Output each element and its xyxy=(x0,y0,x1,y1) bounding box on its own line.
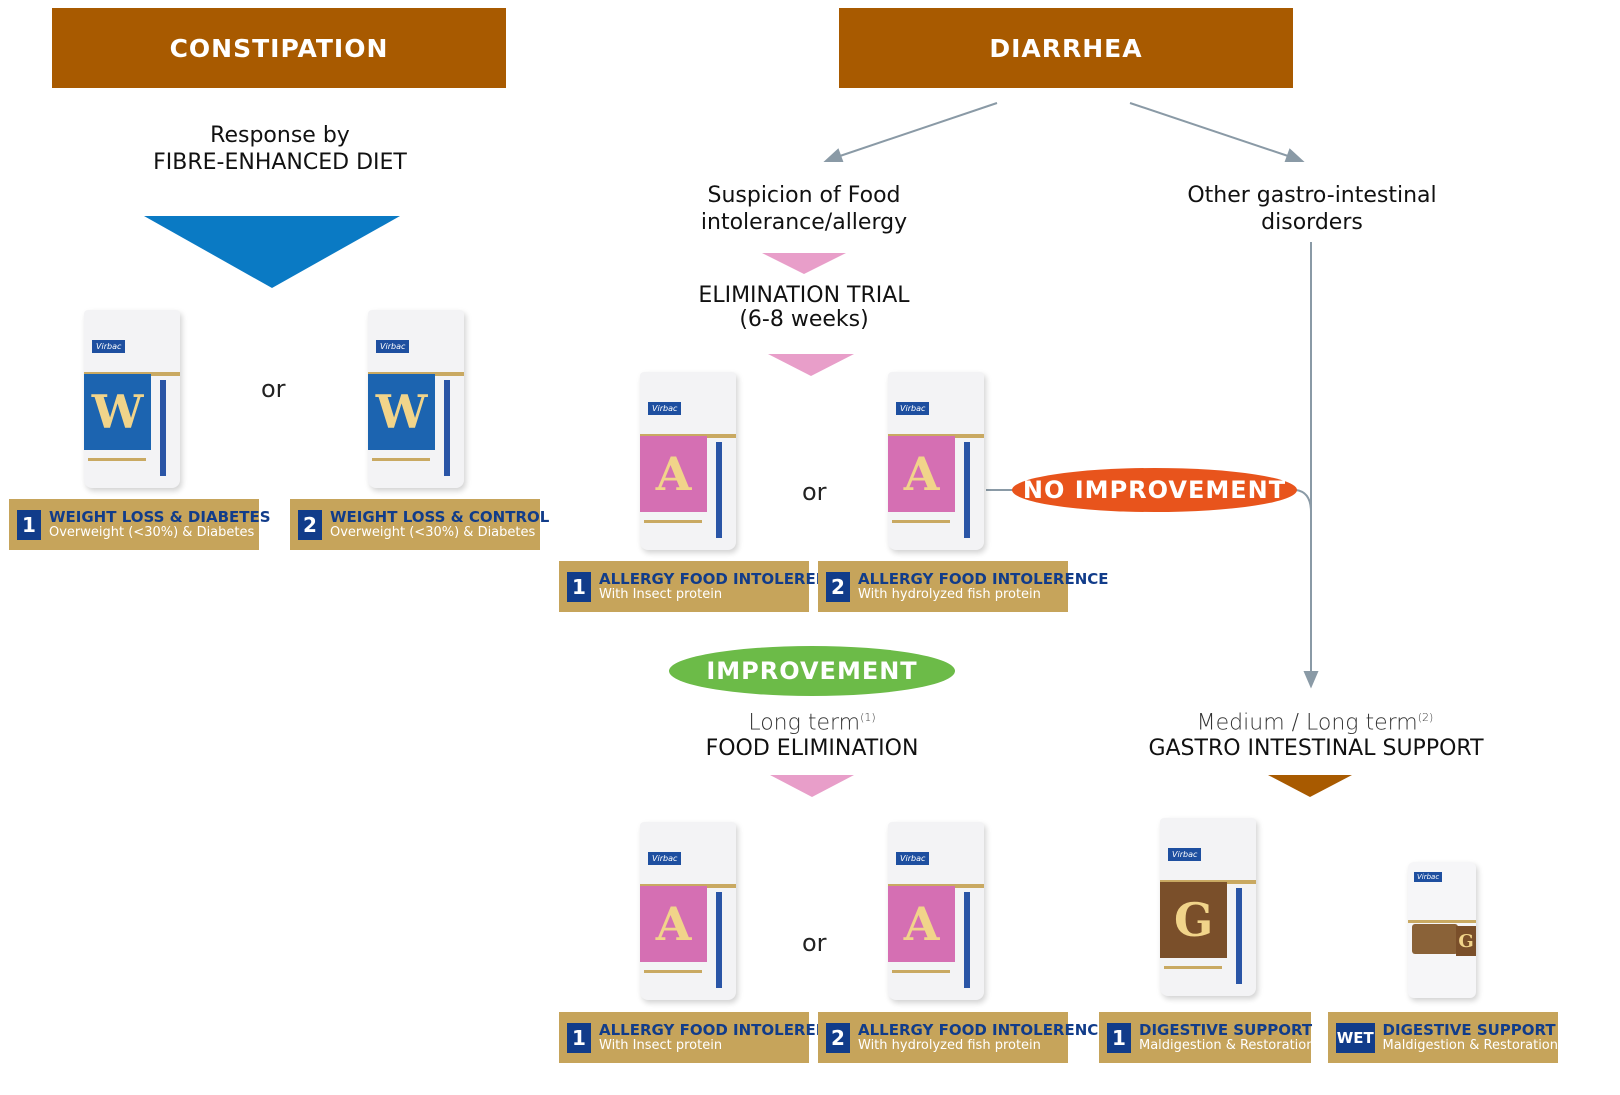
product-letter: A xyxy=(903,447,940,501)
product-bag-a-trial-1: Virbac A xyxy=(640,372,736,550)
product-letter: G xyxy=(1173,893,1214,947)
pink-triangle-2 xyxy=(768,354,854,376)
or-text: or xyxy=(802,478,827,506)
product-bag-a-longterm-2: Virbac A xyxy=(888,822,984,1000)
long-term-text: Long term(1) xyxy=(748,710,876,736)
product-band: W xyxy=(84,374,152,450)
product-number: 2 xyxy=(826,1022,850,1053)
virbac-logo: Virbac xyxy=(648,852,682,865)
product-subtitle: Maldigestion & Restoration xyxy=(1382,1037,1558,1053)
constipation-header: CONSTIPATION xyxy=(52,8,506,88)
product-number: 1 xyxy=(17,509,41,540)
product-label-digestive-support: 1 DIGESTIVE SUPPORT Maldigestion & Resto… xyxy=(1099,1012,1315,1063)
product-number: 2 xyxy=(826,571,850,602)
virbac-logo: Virbac xyxy=(896,402,930,415)
product-number: 1 xyxy=(567,1022,591,1053)
product-subtitle: Overweight (<30%) & Diabetes xyxy=(49,524,255,540)
food-elimination-text: FOOD ELIMINATION xyxy=(705,736,919,761)
virbac-logo: Virbac xyxy=(896,852,930,865)
blue-triangle-shape xyxy=(144,216,400,288)
product-subtitle: With hydrolyzed fish protein xyxy=(858,1037,1041,1053)
product-title: ALLERGY FOOD INTOLERENCE xyxy=(858,1020,1109,1039)
product-letter: G xyxy=(1458,930,1474,952)
or-text: or xyxy=(802,929,827,957)
product-label-allergy-insect-longterm: 1 ALLERGY FOOD INTOLERENCE With Insect p… xyxy=(559,1012,850,1063)
pink-triangle-3 xyxy=(770,775,854,797)
virbac-logo: Virbac xyxy=(648,402,682,415)
brown-triangle xyxy=(1268,775,1352,797)
product-letter: W xyxy=(91,385,144,439)
product-band: W xyxy=(368,374,436,450)
product-number: 1 xyxy=(1107,1022,1131,1053)
gastro-support-text: GASTRO INTESTINAL SUPPORT xyxy=(1148,736,1484,761)
product-number: 1 xyxy=(567,571,591,602)
virbac-logo: Virbac xyxy=(376,340,410,353)
product-bag-a-longterm-1: Virbac A xyxy=(640,822,736,1000)
product-letter: A xyxy=(655,897,692,951)
virbac-logo: Virbac xyxy=(1168,848,1202,861)
product-title: WEIGHT LOSS & CONTROL xyxy=(330,507,550,526)
product-label-digestive-support-wet: WET DIGESTIVE SUPPORT Maldigestion & Res… xyxy=(1328,1012,1558,1063)
pink-triangle-1 xyxy=(762,253,846,274)
product-subtitle: Maldigestion & Restoration xyxy=(1139,1037,1315,1053)
product-title: WEIGHT LOSS & DIABETES xyxy=(49,507,271,526)
elimination-trial: ELIMINATION TRIAL (6-8 weeks) xyxy=(698,283,910,332)
diarrhea-header: DIARRHEA xyxy=(839,8,1293,88)
no-improvement-badge: NO IMPROVEMENT xyxy=(1012,468,1297,512)
product-bag-w-2: Virbac W xyxy=(368,310,464,488)
virbac-logo: Virbac xyxy=(92,340,126,353)
product-band: A xyxy=(640,886,708,962)
product-label-weight-loss-control: 2 WEIGHT LOSS & CONTROL Overweight (<30%… xyxy=(290,499,549,550)
product-pouch-g-wet: Virbac G xyxy=(1408,862,1476,998)
product-number: WET xyxy=(1336,1022,1375,1053)
product-band: G xyxy=(1456,926,1476,956)
product-label-weight-loss-diabetes: 1 WEIGHT LOSS & DIABETES Overweight (<30… xyxy=(9,499,271,550)
product-label-allergy-insect: 1 ALLERGY FOOD INTOLERENCE With Insect p… xyxy=(559,561,850,612)
product-subtitle: With hydrolyzed fish protein xyxy=(858,586,1041,602)
product-band: A xyxy=(888,436,956,512)
product-title: ALLERGY FOOD INTOLERENCE xyxy=(858,569,1109,588)
product-letter: W xyxy=(375,385,428,439)
other-gi-disorders: Other gastro-intestinal disorders xyxy=(1187,183,1437,235)
virbac-logo: Virbac xyxy=(1414,872,1443,882)
or-text: or xyxy=(261,375,286,403)
product-letter: A xyxy=(655,447,692,501)
product-label-allergy-fish-longterm: 2 ALLERGY FOOD INTOLERENCE With hydrolyz… xyxy=(818,1012,1109,1063)
product-band: G xyxy=(1160,882,1228,958)
food-image xyxy=(1412,924,1458,954)
product-label-allergy-fish: 2 ALLERGY FOOD INTOLERENCE With hydrolyz… xyxy=(818,561,1109,612)
product-title: DIGESTIVE SUPPORT xyxy=(1382,1020,1556,1039)
product-number: 2 xyxy=(298,509,322,540)
fibre-response-line2: FIBRE-ENHANCED DIET xyxy=(153,150,407,175)
product-band: A xyxy=(888,886,956,962)
product-bag-a-trial-2: Virbac A xyxy=(888,372,984,550)
product-bag-w-1: Virbac W xyxy=(84,310,180,488)
product-letter: A xyxy=(903,897,940,951)
product-title: ALLERGY FOOD INTOLERENCE xyxy=(599,1020,850,1039)
food-allergy-suspicion: Suspicion of Food intolerance/allergy xyxy=(700,183,908,235)
product-title: ALLERGY FOOD INTOLERENCE xyxy=(599,569,850,588)
fibre-response-line1: Response by xyxy=(210,123,350,148)
product-subtitle: With Insect protein xyxy=(599,586,723,602)
product-title: DIGESTIVE SUPPORT xyxy=(1139,1020,1313,1039)
product-subtitle: Overweight (<30%) & Diabetes xyxy=(330,524,536,540)
medium-long-term-text: Medium / Long term(2) xyxy=(1196,710,1434,736)
improvement-badge: IMPROVEMENT xyxy=(669,646,955,696)
fibre-response-text: Response by FIBRE-ENHANCED DIET xyxy=(80,122,480,176)
product-subtitle: With Insect protein xyxy=(599,1037,723,1053)
product-band: A xyxy=(640,436,708,512)
product-bag-g-1: Virbac G xyxy=(1160,818,1256,996)
